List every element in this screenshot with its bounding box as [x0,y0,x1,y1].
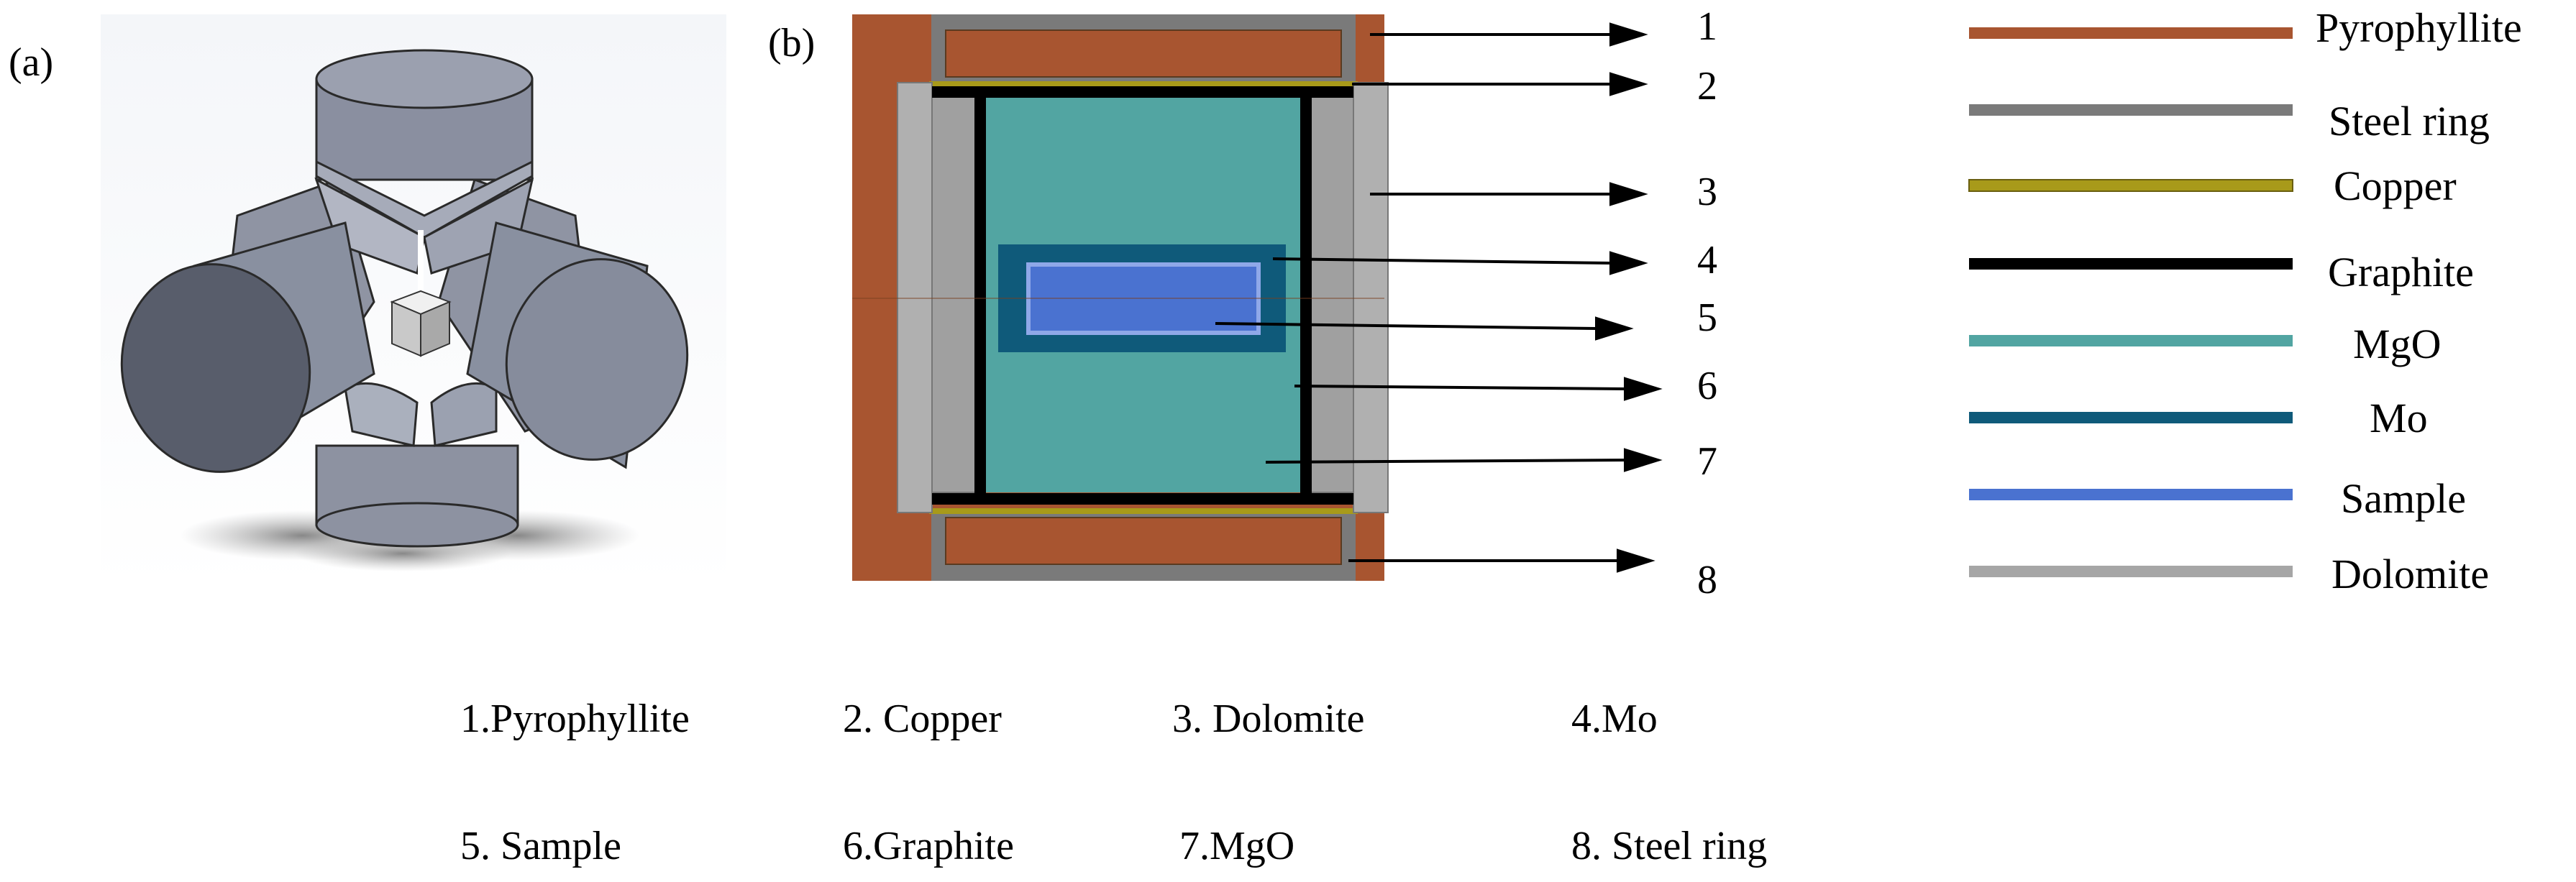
panel-label-b: (b) [768,21,816,65]
legend-label-graphite: Graphite [2328,249,2474,295]
callout-number-8: 8 [1697,558,1717,602]
panel-label-a: (a) [9,40,54,85]
graphite-heater-left [974,92,986,498]
callout-number-5: 5 [1697,295,1717,340]
legend-swatches [1968,27,2293,577]
dolomite-inner-right [1307,93,1354,493]
legend-swatch-copper [1968,179,2293,192]
dolomite-inner-left [931,93,979,493]
caption-7: 7.MgO [1179,824,1295,868]
legend-swatch-steel-ring [1969,104,2293,116]
caption-6: 6.Graphite [843,824,1014,868]
anvil-left-face [120,263,311,473]
callout-arrows [1215,22,1663,573]
legend-swatch-pyrophyllite [1969,27,2293,39]
legend-label-mgo: MgO [2353,321,2442,367]
arrow-7 [1265,459,1626,464]
legend-swatch-mo [1969,412,2293,423]
legend-label-copper: Copper [2334,162,2457,209]
anvil-top-lower-right [423,178,534,275]
press-assembly-illustration [101,14,726,589]
anvil-right-face [505,258,689,461]
legend-label-steel-ring: Steel ring [2329,98,2490,144]
legend-label-dolomite: Dolomite [2331,551,2490,597]
legend-label-pyrophyllite: Pyrophyllite [2316,4,2522,51]
callout-number-1: 1 [1697,4,1717,49]
anvil-top-face [315,49,534,109]
graphite-cap-top [932,86,1353,98]
callout-number-4: 4 [1697,238,1717,282]
arrow-6 [1294,385,1626,390]
legend-swatch-graphite [1969,258,2293,270]
callout-number-2: 2 [1697,64,1717,109]
caption-8: 8. Steel ring [1571,824,1768,868]
pyrophyllite-plug-bottom [945,517,1342,565]
anvil-bottom-base [315,502,519,548]
caption-5: 5. Sample [460,824,621,868]
legend-label-mo: Mo [2370,395,2428,441]
caption-3: 3. Dolomite [1172,697,1365,741]
pyrophyllite-plug-top [945,29,1342,78]
legend-swatch-dolomite [1969,566,2293,577]
cell-cross-section [852,14,1389,581]
legend-swatch-sample [1969,489,2293,500]
dolomite-sleeve-right [1353,82,1389,513]
arrow-4 [1272,257,1612,265]
arrow-5 [1215,322,1597,330]
graphite-cap-bottom [932,493,1353,505]
dolomite-sleeve-left [897,82,933,513]
copper-disk-bottom [929,508,1358,514]
caption-4: 4.Mo [1571,697,1658,741]
graphite-heater-right [1300,92,1312,498]
legend-swatch-mgo [1969,335,2293,346]
caption-2: 2. Copper [843,697,1002,741]
callout-number-6: 6 [1697,364,1717,408]
legend-label-sample: Sample [2341,475,2466,522]
anvil-top-lower-left [314,177,426,275]
callout-number-7: 7 [1697,439,1717,484]
sample-cube-right [420,300,450,357]
copper-disk-top [929,81,1358,87]
callout-number-3: 3 [1697,170,1717,214]
caption-1: 1.Pyrophyllite [460,697,690,741]
